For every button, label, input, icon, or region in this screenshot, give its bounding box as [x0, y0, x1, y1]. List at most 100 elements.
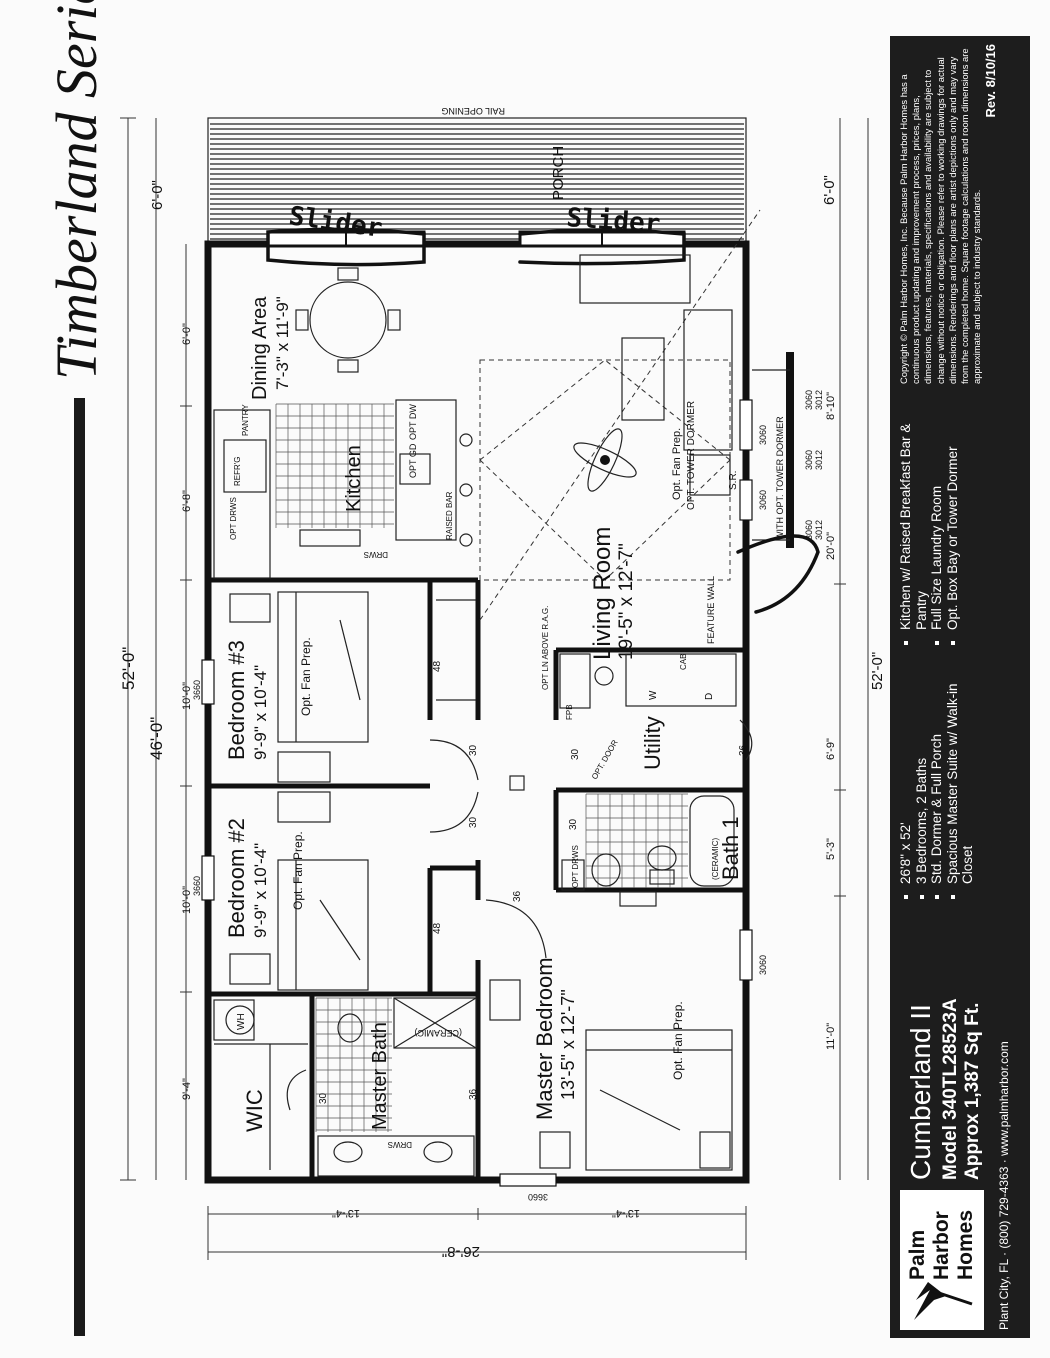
svg-text:10'-0": 10'-0"	[181, 682, 193, 710]
right-segment-dims: 8'-10" 20'-0" 6'-9" 5'-3" 11'-0"	[825, 392, 846, 1050]
bath1-name: Bath 1	[718, 816, 743, 880]
svg-text:WH: WH	[236, 1013, 247, 1030]
svg-text:RAISED BAR: RAISED BAR	[445, 491, 454, 540]
svg-text:30: 30	[568, 818, 579, 830]
dining-size: 7'-3" x 11'-9"	[273, 296, 292, 390]
master-bedroom: Opt. Fan Prep. Master Bedroom 13'-5" x 1…	[489, 957, 733, 1171]
dim-width-overall: 26'-8"	[442, 1243, 480, 1260]
svg-text:3012: 3012	[814, 450, 824, 470]
svg-text:8'-10": 8'-10"	[825, 392, 837, 420]
svg-text:OPT. DOOR: OPT. DOOR	[590, 738, 620, 781]
porch-hatch	[210, 123, 744, 240]
svg-text:36: 36	[512, 890, 523, 902]
brand-word-1: Palm	[906, 1230, 929, 1280]
approx-sqft: Approx 1,387 Sq Ft.	[962, 1003, 983, 1180]
svg-text:30: 30	[468, 816, 479, 828]
svg-text:3660: 3660	[192, 876, 202, 896]
master-bath-tile-grid	[315, 997, 392, 1132]
copyright-block: Copyright © Palm Harbor Homes, Inc. Beca…	[898, 44, 999, 384]
svg-text:OPT DRWS: OPT DRWS	[571, 845, 580, 888]
bedroom-2: 48 Opt. Fan Prep. Bedroom #2 9'-9" x 10'…	[224, 791, 443, 991]
svg-text:OPT LN ABOVE R.A.G.: OPT LN ABOVE R.A.G.	[541, 606, 550, 690]
dim-house: 46'-0"	[147, 717, 166, 760]
left-segment-dims: 6'-0" 6'-8" 10'-0" 10'-0" 9'-4"	[180, 323, 193, 1100]
living-size: 19'-5" x 12'-7"	[616, 543, 637, 660]
front-door-swing	[736, 534, 820, 614]
porch-label: PORCH	[550, 146, 567, 200]
bedroom2-fan: Opt. Fan Prep.	[291, 831, 305, 910]
walk-in-closet: WH WIC	[213, 999, 308, 1170]
slider-note-right: Slider	[566, 203, 662, 239]
svg-text:11'-0": 11'-0"	[825, 1023, 837, 1050]
left-spine-bar	[74, 398, 85, 1336]
svg-text:3660: 3660	[192, 680, 202, 700]
dining-name: Dining Area	[249, 296, 271, 400]
utility-room: W D CAB OPT LN ABOVE R.A.G. FPB OPT. DOO…	[541, 606, 753, 781]
living-fan: Opt. Fan Prep.	[671, 428, 683, 500]
dim-porch-right: 6'-0"	[821, 175, 838, 205]
svg-text:48: 48	[432, 660, 443, 672]
master-name: Master Bedroom	[532, 957, 557, 1120]
svg-text:6'-8": 6'-8"	[181, 490, 193, 512]
bedroom3-fan: Opt. Fan Prep.	[299, 637, 313, 716]
living-dormer: OPT. TOWER DORMER	[686, 401, 697, 510]
master-fan: Opt. Fan Prep.	[671, 1001, 685, 1080]
bath-1: OPT DRWS 30 (CERAMIC) Bath 1	[561, 793, 743, 907]
tower-dormer-option: WITH OPT. TOWER DORMER 3060 3012 3060 30…	[752, 352, 824, 548]
svg-text:D: D	[704, 693, 715, 700]
svg-text:OPT DRWS: OPT DRWS	[229, 497, 238, 540]
svg-text:3060: 3060	[758, 425, 768, 445]
series-title: Timberland Series	[44, 0, 109, 380]
bedroom2-name: Bedroom #2	[224, 818, 249, 938]
svg-text:OPT GD: OPT GD	[408, 443, 418, 478]
svg-text:6'-0": 6'-0"	[181, 323, 193, 345]
master-bath: (CERAMIC) DRWS 30 36 Master Bath	[315, 997, 479, 1177]
revision-text: Rev. 8/10/16	[983, 44, 999, 118]
windows: 3660 3660 3060 3660 3060 3060	[192, 399, 768, 1202]
features-column-2: Kitchen w/ Raised Breakfast Bar & Pantry…	[898, 400, 1026, 644]
dim-bottom-overall: 52'-0"	[869, 652, 886, 690]
master-bath-name: Master Bath	[369, 1022, 391, 1130]
features-column-1: 26'8" x 52' 3 Bedrooms, 2 Baths Std. Dor…	[898, 644, 1026, 898]
dim-width-left: 13'-4"	[332, 1207, 360, 1219]
wic-name: WIC	[242, 1089, 267, 1132]
bath1-tile-grid	[585, 793, 688, 888]
svg-text:3060: 3060	[758, 490, 768, 510]
svg-text:W: W	[648, 690, 659, 700]
features-block: Kitchen w/ Raised Breakfast Bar & Pantry…	[898, 400, 1026, 900]
svg-text:9'-4": 9'-4"	[181, 1078, 193, 1100]
svg-text:REFR'G: REFR'G	[233, 456, 242, 486]
bedroom-3: 48 Opt. Fan Prep. Bedroom #3 9'-9" x 10'…	[224, 591, 476, 783]
dim-top-overall: 52'-0"	[119, 647, 138, 690]
svg-text:3060: 3060	[804, 520, 814, 540]
kitchen-tile-grid	[275, 403, 394, 528]
svg-text:30: 30	[318, 1092, 329, 1104]
brand-word-3: Homes	[954, 1210, 977, 1280]
dim-porch-left: 6'-0"	[149, 180, 166, 210]
svg-text:PANTRY: PANTRY	[241, 404, 250, 436]
interior-walls	[208, 577, 746, 1180]
copyright-text: Copyright © Palm Harbor Homes, Inc. Beca…	[898, 48, 983, 384]
model-name: Cumberland II	[905, 1004, 936, 1180]
bedroom3-size: 9'-9" x 10'-4"	[251, 665, 270, 760]
svg-text:5'-3": 5'-3"	[825, 838, 837, 860]
info-panel	[890, 36, 1030, 1338]
model-number: Model 340TL28523A	[940, 998, 961, 1180]
kitchen-name: Kitchen	[343, 445, 365, 512]
brand-logo: Palm Harbor Homes Plant City, FL · (800)…	[900, 1041, 1011, 1330]
svg-text:20'-0": 20'-0"	[825, 532, 837, 560]
svg-text:3012: 3012	[814, 390, 824, 410]
svg-text:WITH OPT. TOWER DORMER: WITH OPT. TOWER DORMER	[775, 416, 785, 540]
svg-text:30: 30	[468, 744, 479, 756]
dining-area: Dining Area 7'-3" x 11'-9"	[249, 267, 401, 400]
svg-text:48: 48	[432, 922, 443, 934]
svg-text:3060: 3060	[758, 955, 768, 975]
svg-text:DRWS: DRWS	[388, 1140, 412, 1149]
utility-name: Utility	[640, 716, 665, 770]
dim-width-right: 13'-4"	[612, 1207, 640, 1219]
living-room: Opt. Fan Prep. OPT. TOWER DORMER S.R. Li…	[479, 209, 761, 660]
svg-text:36: 36	[738, 744, 749, 756]
svg-text:3060: 3060	[804, 390, 814, 410]
slider-doors: Slider Slider	[266, 201, 686, 267]
